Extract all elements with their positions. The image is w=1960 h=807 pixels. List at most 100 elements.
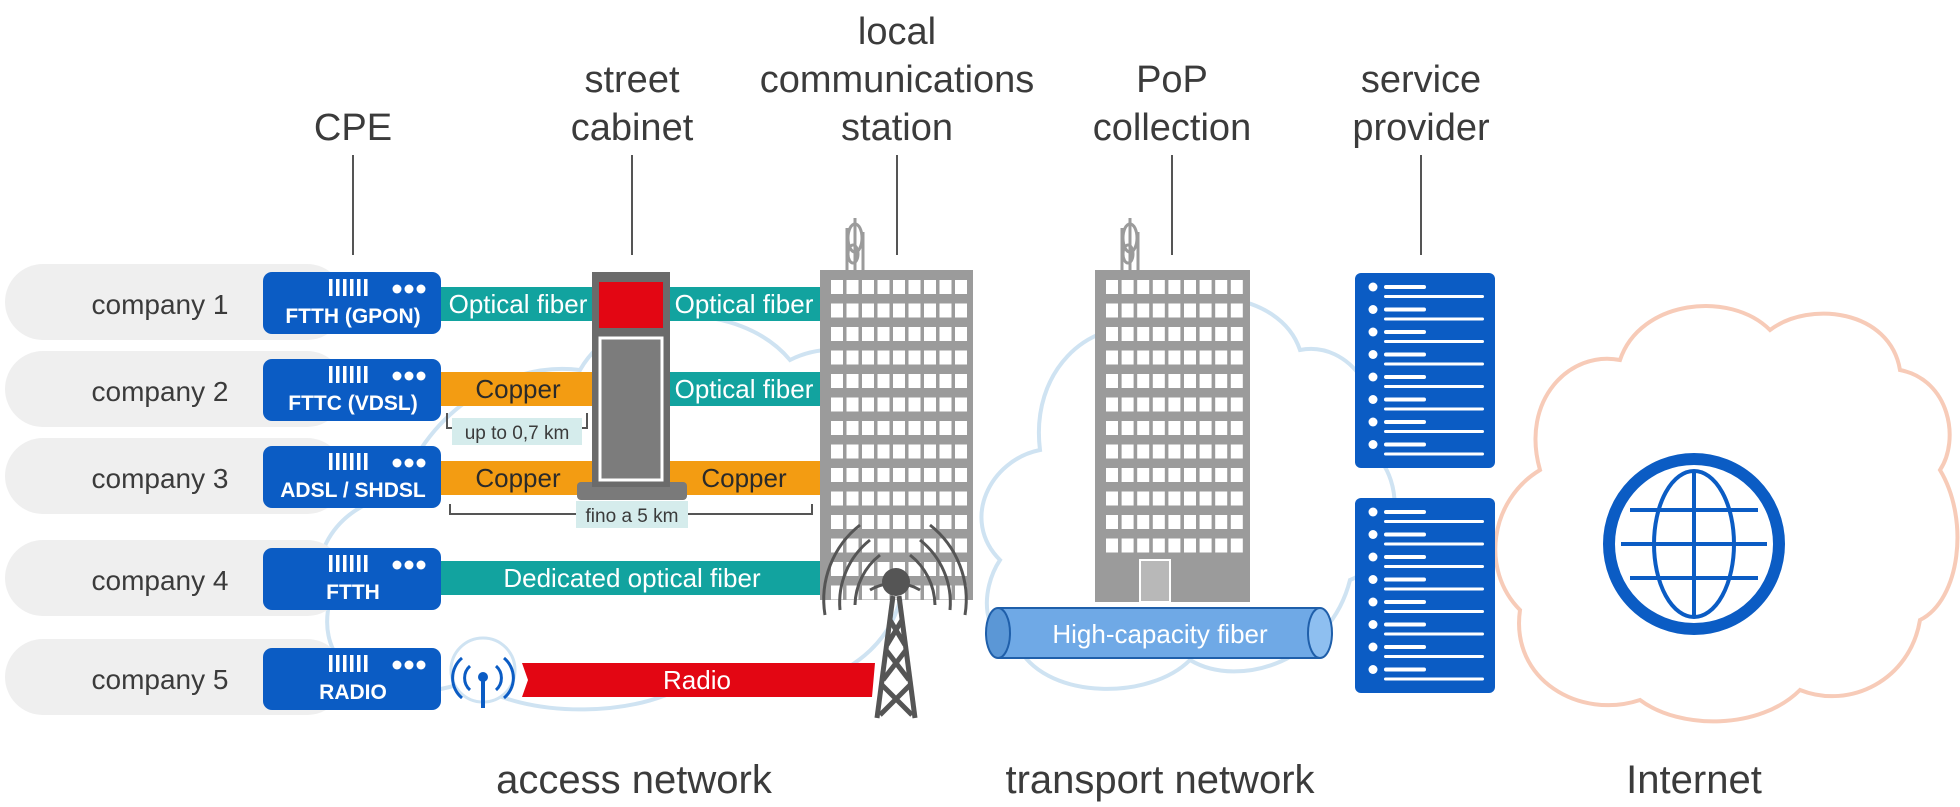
company-3-label: company 3 [92,463,229,494]
company-2-pill [5,351,345,427]
radio-tower-icon [822,523,968,719]
window [1121,538,1134,553]
server-led [1368,395,1378,404]
window [831,374,843,388]
window [893,397,905,412]
window [846,515,859,529]
window [831,303,843,318]
window [846,303,859,318]
window [1106,444,1118,459]
header-local-station-line2: communications [760,59,1035,101]
cpe-led [404,560,414,570]
window [908,491,921,506]
window [1184,374,1196,388]
window [924,327,936,341]
window [1121,468,1134,482]
cpe-vent [350,366,354,383]
server-led [1368,417,1378,427]
window [877,468,890,482]
window [846,491,859,506]
cpe-vent [329,279,333,296]
window [1184,350,1196,365]
window [1215,444,1228,459]
connection-bars [440,287,875,697]
cpe-vent [336,453,340,470]
window [1168,538,1181,553]
cpe-vent [350,453,354,470]
window [1137,327,1150,341]
window [908,515,921,529]
pop-building-windows [1106,280,1243,553]
cpe-device-label: FTTH [326,581,380,604]
distance-short-label: up to 0,7 km [465,423,570,444]
window [908,444,921,459]
window [1215,350,1228,365]
server-slot-line [1384,285,1426,289]
cpe-led [404,660,414,670]
c2-right-label: Optical fiber [675,374,814,404]
window [955,374,967,388]
window [1121,421,1134,435]
server-led [1368,440,1378,449]
window [939,491,952,506]
window [862,421,874,435]
server-slot-line [1384,442,1426,447]
header-street-cabinet: street cabinet [571,59,694,255]
footer-internet: Internet [1626,758,1762,802]
window [1137,515,1150,529]
window [1152,421,1165,435]
cpe-vent [364,555,368,572]
cpe-led [416,458,426,468]
window [1215,491,1228,506]
c1-right-label: Optical fiber [675,289,814,319]
window [1184,515,1196,529]
c3-left-label: Copper [475,463,561,493]
window [924,468,936,482]
server-led [1368,282,1378,292]
street-cabinet-icon [577,272,687,500]
server-slot-line [1384,375,1426,379]
cpe-vent [343,279,347,296]
window [1184,444,1196,459]
server-slot-line [1384,532,1426,537]
window [1184,397,1196,412]
window [846,350,859,365]
window [924,491,936,506]
cpe-device-2: FTTC (VDSL) [263,359,441,421]
distance-long-label: fino a 5 km [586,506,679,527]
c3-right-label: Copper [701,463,787,493]
globe-icon [1603,453,1785,635]
window [908,374,921,388]
cpe-vent [336,366,340,383]
window [908,538,921,553]
window [893,468,905,482]
cpe-vent [329,366,333,383]
window [1121,327,1134,341]
window [1230,515,1243,529]
cpe-vent [357,453,361,470]
server-divider [1384,407,1484,411]
cpe-led [404,284,414,294]
server-led [1368,665,1378,674]
window [1230,374,1243,388]
window [846,444,859,459]
window [1121,444,1134,459]
cpe-device-label: RADIO [319,681,387,704]
company-5-pill [5,639,345,715]
window [877,515,890,529]
window [1215,280,1228,294]
window [939,397,952,412]
c5-radio-bar [522,663,875,697]
window [893,350,905,365]
window [831,421,843,435]
window [1168,303,1181,318]
internet-cloud [1493,304,1960,724]
window [939,327,952,341]
window [1184,468,1196,482]
server-divider [1384,362,1484,366]
window [831,350,843,365]
cpe-vent [350,555,354,572]
cpe-vent [343,453,347,470]
window [877,444,890,459]
window [862,327,874,341]
